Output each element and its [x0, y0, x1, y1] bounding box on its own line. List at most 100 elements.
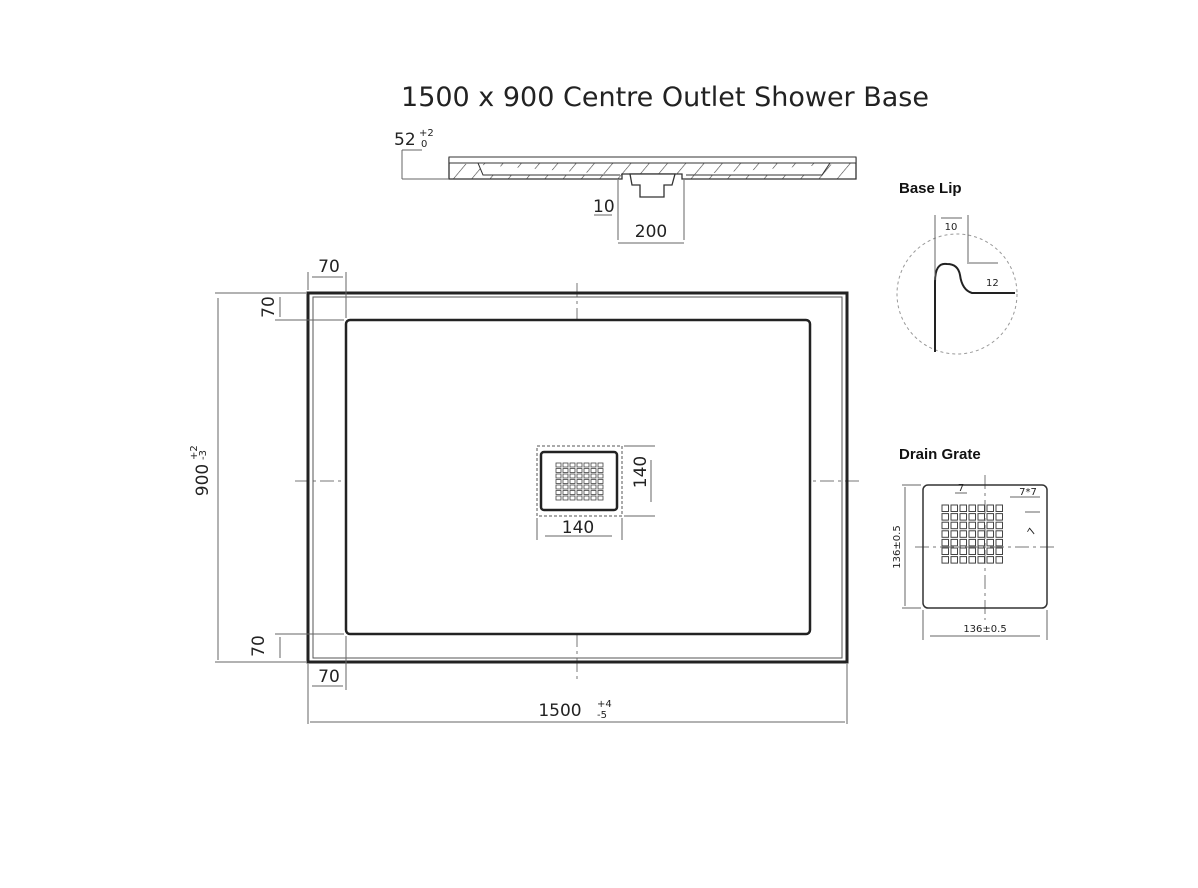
- grate-hole: [959, 530, 967, 538]
- grate-hole: [576, 484, 583, 490]
- grate-hole: [950, 504, 958, 512]
- grate-hole: [968, 530, 976, 538]
- grate-hole: [590, 484, 597, 490]
- grate-hole: [995, 556, 1003, 564]
- grate-hole: [583, 462, 590, 468]
- grate-hole: [597, 479, 604, 484]
- grate-hole: [597, 468, 604, 473]
- grate-hole: [569, 495, 576, 501]
- grate-width-label: 136±0.5: [963, 624, 1006, 635]
- grate-hole: [590, 495, 597, 501]
- grate-hole: [590, 473, 597, 479]
- grate-hole: [959, 538, 967, 547]
- svg-text:-5: -5: [597, 710, 607, 721]
- grate-hole: [555, 468, 562, 473]
- grate-hole: [562, 462, 569, 468]
- grate-hole: [986, 513, 994, 521]
- grate-hole: [950, 538, 958, 547]
- grate-hole: [977, 547, 985, 555]
- grate-hole: [597, 484, 604, 490]
- grate-hole: [968, 547, 976, 555]
- grate-hole: [977, 513, 985, 521]
- grate-hole: [569, 462, 576, 468]
- grate-plate: [922, 484, 1048, 609]
- rim-left-top-label: 70: [259, 296, 279, 318]
- grate-hole: [950, 513, 958, 521]
- grate-hole: [968, 538, 976, 547]
- grate-hole: [597, 462, 604, 468]
- grate-hole: [968, 556, 976, 564]
- base-lip-detail: Base Lip 10 12: [896, 180, 1018, 355]
- grate-hole: [576, 468, 583, 473]
- grate-hole: [995, 547, 1003, 555]
- grate-hole: [562, 479, 569, 484]
- grate-height-label: 136±0.5: [892, 525, 903, 568]
- drain-width-label: 140: [562, 518, 594, 538]
- grate-hole: [590, 468, 597, 473]
- grate-hole: [977, 538, 985, 547]
- grate-hole: [941, 547, 949, 555]
- rim-top-label: 70: [318, 257, 340, 277]
- rim-left-bottom-label: 70: [249, 635, 269, 657]
- grate-hole: [977, 530, 985, 538]
- grate-hole: [576, 479, 583, 484]
- grate-hole: [995, 513, 1003, 521]
- grate-hole: [555, 479, 562, 484]
- grate-hole: [569, 468, 576, 473]
- grate-hole: [562, 490, 569, 495]
- grate-hole: [968, 513, 976, 521]
- grate-hole: [950, 530, 958, 538]
- grate-hole: [959, 556, 967, 564]
- hole-size-label: 7*7: [1019, 487, 1037, 498]
- drain-grate-heading: Drain Grate: [899, 446, 981, 463]
- grate-hole: [950, 556, 958, 564]
- grate-hole: [986, 547, 994, 555]
- grate-hole: [995, 521, 1003, 530]
- grate-hole: [941, 556, 949, 564]
- grate-hole: [583, 484, 590, 490]
- grate-hole: [977, 504, 985, 512]
- grate-hole: [583, 479, 590, 484]
- lip-width-label: 10: [945, 222, 958, 233]
- grate-hole: [950, 521, 958, 530]
- grate-hole: [569, 479, 576, 484]
- grate-hole: [986, 521, 994, 530]
- grate-hole: [941, 504, 949, 512]
- grate-hole: [590, 462, 597, 468]
- svg-text:0: 0: [421, 139, 427, 150]
- outlet-width-label: 200: [635, 222, 667, 242]
- section-height-label: 52: [394, 130, 416, 150]
- grate-hole: [569, 473, 576, 479]
- grate-hole: [995, 530, 1003, 538]
- drawing-title: 1500 x 900 Centre Outlet Shower Base: [401, 82, 929, 113]
- grate-hole: [555, 473, 562, 479]
- grate-hole: [597, 490, 604, 495]
- grate-hole: [995, 504, 1003, 512]
- depth-label: 900: [193, 464, 213, 496]
- hole-gap-label: 7: [1026, 526, 1039, 537]
- grate-hole: [959, 521, 967, 530]
- lip-height-label: 12: [986, 278, 999, 289]
- grate-hole: [576, 495, 583, 501]
- grate-hole: [995, 538, 1003, 547]
- grate-hole: [977, 521, 985, 530]
- grate-hole: [941, 513, 949, 521]
- rim-bottom-label: 70: [318, 667, 340, 687]
- grate-hole: [986, 556, 994, 564]
- grate-hole: [590, 479, 597, 484]
- base-lip-heading: Base Lip: [899, 180, 962, 197]
- grate-hole: [583, 473, 590, 479]
- section-view: 52 +2 0 10 200: [394, 128, 857, 244]
- grate-hole: [959, 547, 967, 555]
- grate-hole: [941, 530, 949, 538]
- grate-hole: [977, 556, 985, 564]
- grate-hole: [968, 521, 976, 530]
- grate-hole: [597, 495, 604, 501]
- grate-hole: [950, 547, 958, 555]
- grate-hole: [968, 504, 976, 512]
- grate-hole: [941, 538, 949, 547]
- outlet-icon: [629, 173, 676, 198]
- grate-hole: [986, 504, 994, 512]
- outer-edge: [306, 291, 849, 664]
